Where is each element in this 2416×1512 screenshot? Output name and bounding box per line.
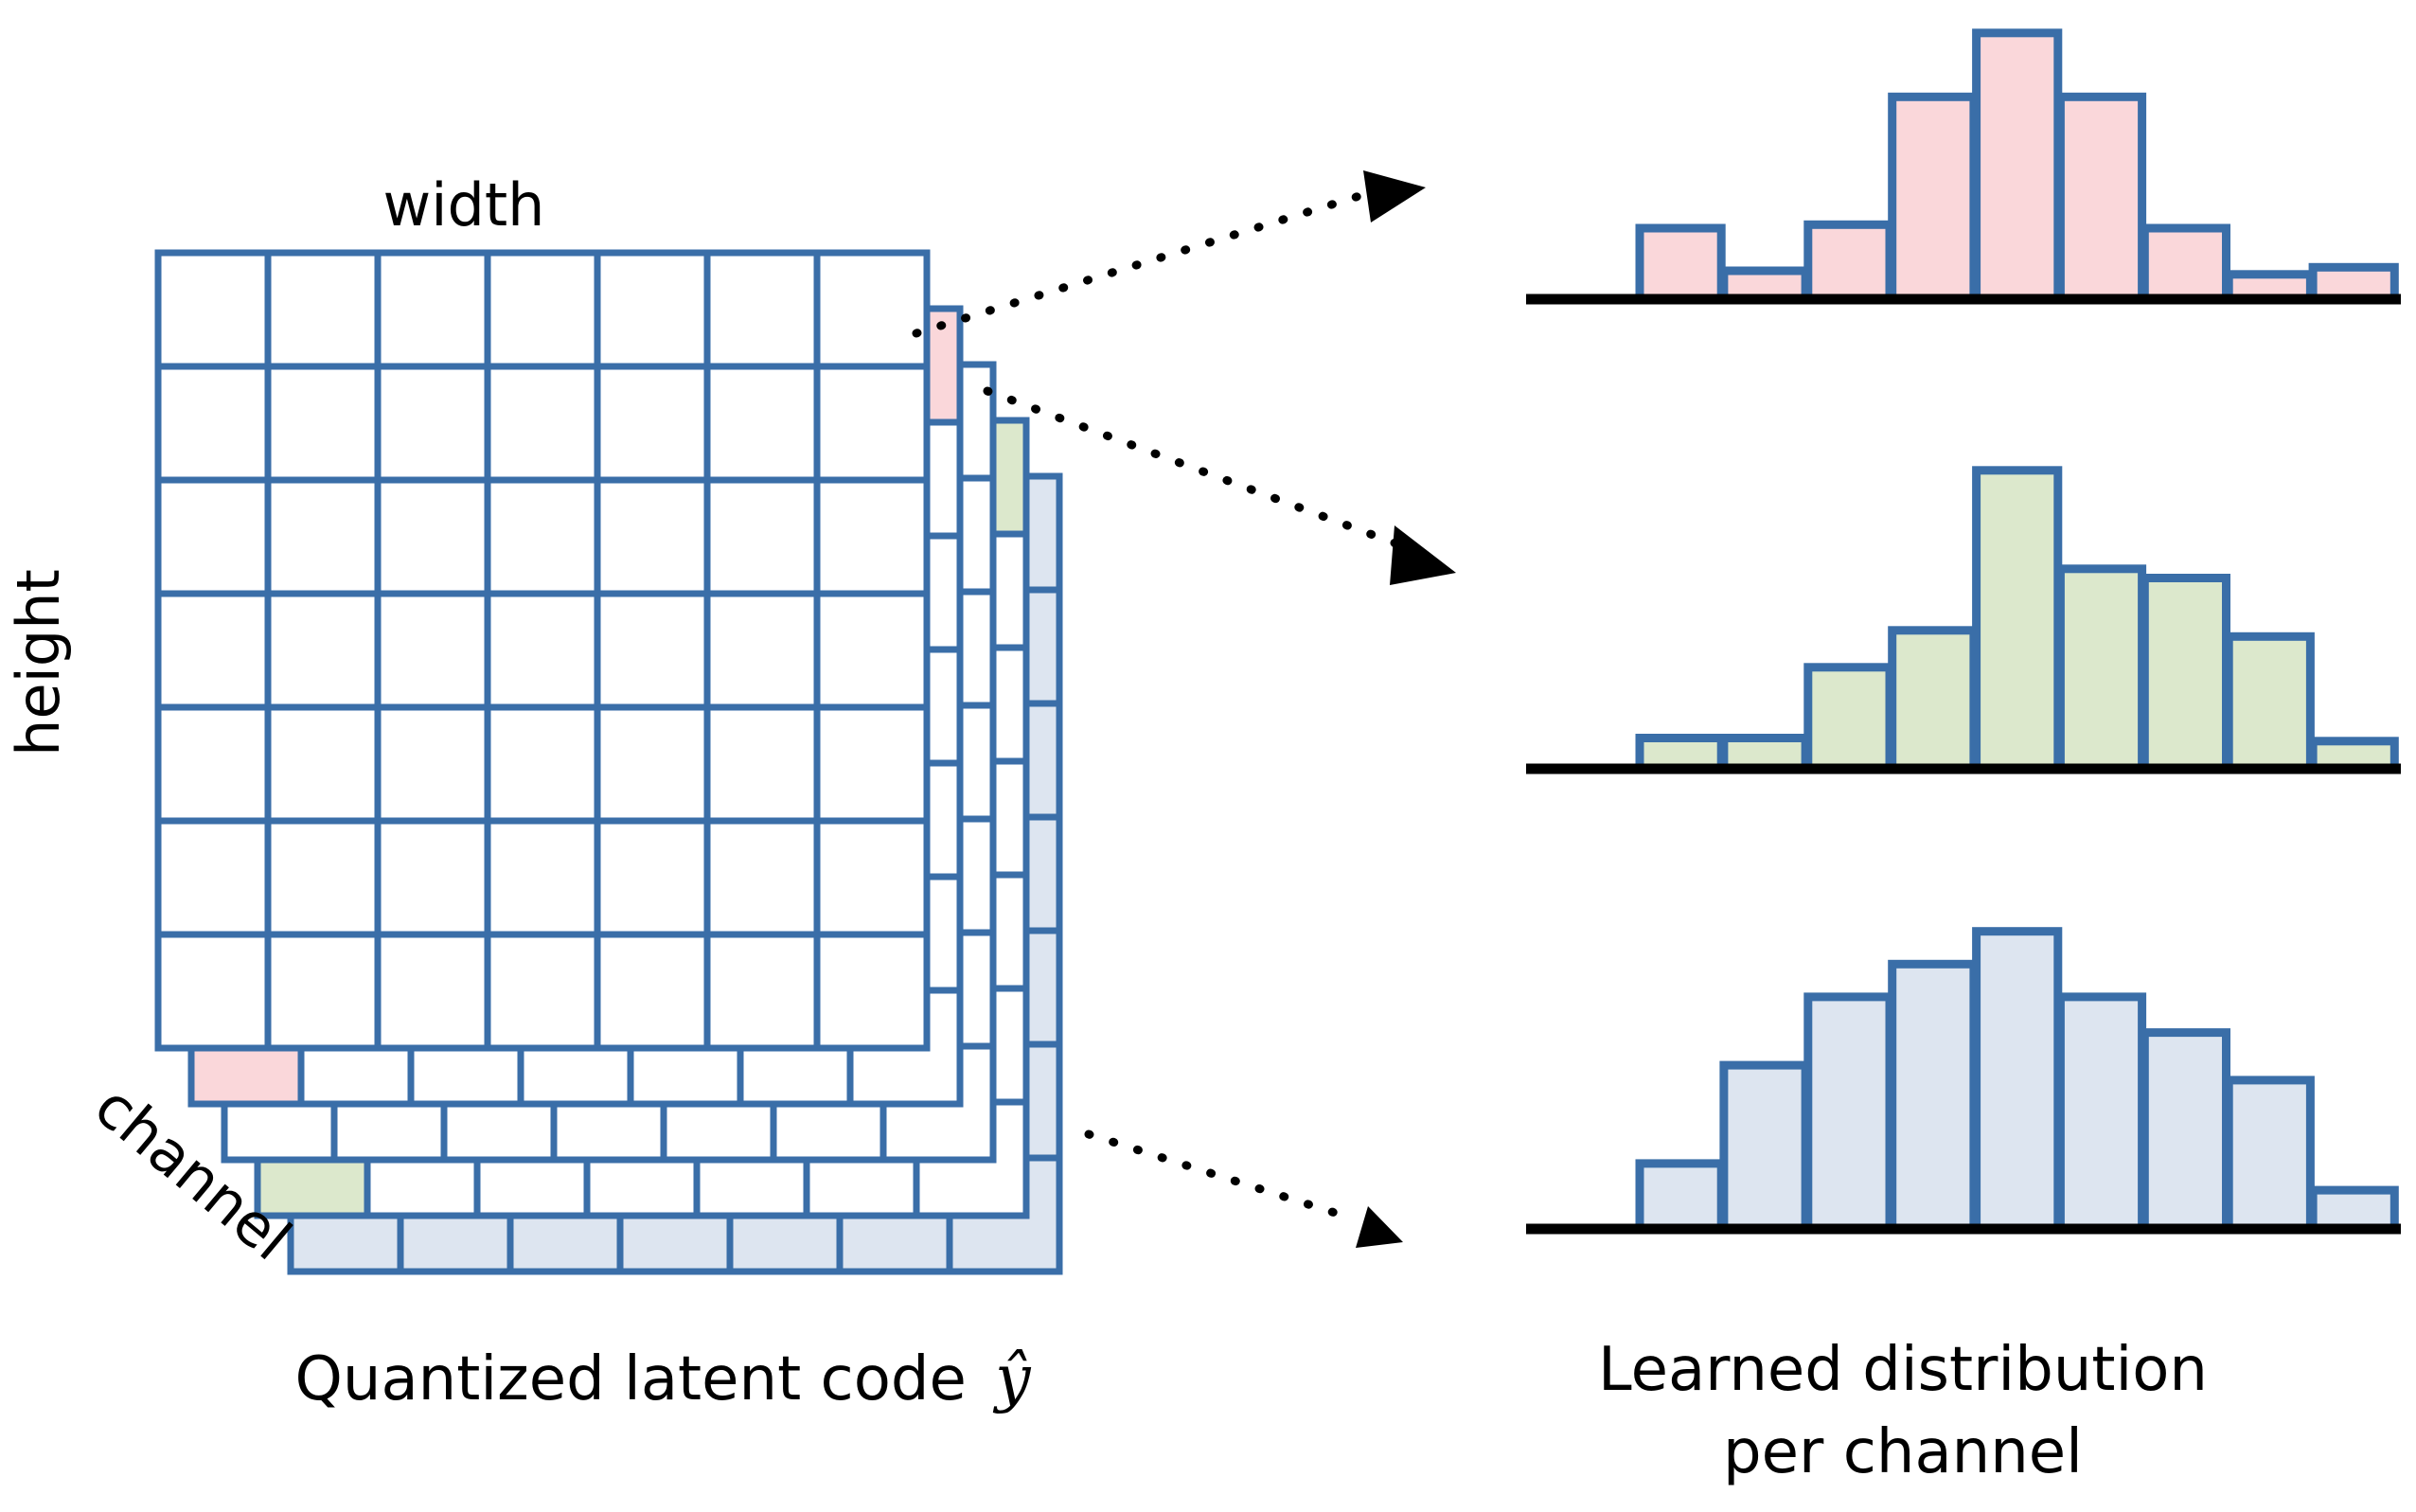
histogram-bar (1803, 220, 1894, 304)
histogram-bar (2224, 1076, 2315, 1234)
tensor-cell (813, 590, 931, 711)
tensor-cell (374, 703, 491, 825)
histogram-bar (1803, 992, 1894, 1234)
tensor-cell (264, 476, 382, 597)
histogram-bar (1635, 223, 1726, 304)
right-caption-line1: Learned distribution (1598, 1335, 2208, 1405)
histogram-bar (2308, 1185, 2399, 1234)
tensor-cell (594, 476, 711, 597)
tensor-cell (484, 590, 601, 711)
tensor-cell (703, 590, 821, 711)
arrow-to-green-histogram (983, 386, 1456, 585)
tensor-cell (813, 249, 931, 370)
arrow-shaft (912, 187, 1379, 338)
tensor-stack (154, 249, 1063, 1275)
arrow-to-blue-histogram (1084, 1130, 1403, 1248)
histogram-bar (1972, 28, 2063, 304)
tensor-cell (703, 703, 821, 825)
tensor-cell (374, 249, 491, 370)
histogram-panel (1526, 28, 2401, 1235)
histogram-bar (2140, 574, 2231, 774)
histogram-channel-blue (1526, 927, 2401, 1235)
arrowhead (1390, 525, 1456, 585)
tensor-cell (264, 249, 382, 370)
tensor-cell (813, 703, 931, 825)
histogram-bar (1803, 663, 1894, 774)
histogram-bar (2140, 223, 2231, 304)
tensor-cell (484, 476, 601, 597)
tensor-cell (703, 363, 821, 484)
tensor-cell (703, 249, 821, 370)
tensor-cell (374, 931, 491, 1052)
tensor-cell (484, 363, 601, 484)
left-caption-text: Quantized latent code (295, 1344, 967, 1414)
tensor-cell (374, 476, 491, 597)
histogram-bar (2055, 564, 2147, 774)
right-caption-line2: per channel (1723, 1417, 2083, 1487)
tensor-cell (154, 363, 272, 484)
tensor-cell (484, 249, 601, 370)
tensor-cell (154, 703, 272, 825)
histogram-bar (1972, 466, 2063, 774)
arrow-to-pink-histogram (912, 170, 1426, 338)
histogram-bar (2140, 1028, 2231, 1234)
histogram-bar (2224, 631, 2315, 774)
tensor-cell (703, 931, 821, 1052)
histogram-bar (2055, 992, 2147, 1234)
arrowhead (1363, 170, 1426, 222)
tensor-cell (484, 931, 601, 1052)
histogram-bar (2055, 92, 2147, 304)
histogram-bar (1888, 959, 1979, 1234)
histogram-bar (1888, 92, 1979, 304)
tensor-cell (594, 590, 711, 711)
height-label: height (4, 569, 73, 756)
tensor-cell (264, 363, 382, 484)
width-label: width (383, 170, 545, 240)
arrow-shaft (983, 386, 1411, 552)
arrow-shaft (1084, 1130, 1360, 1224)
tensor-cell (154, 817, 272, 938)
tensor-cell (264, 703, 382, 825)
tensor-cell (154, 931, 272, 1052)
tensor-cell (154, 249, 272, 370)
tensor-cell (484, 703, 601, 825)
tensor-cell (264, 931, 382, 1052)
left-caption-symbol: ŷ (992, 1342, 1031, 1414)
left-caption: Quantized latent code ŷ (295, 1342, 1032, 1414)
tensor-cell (154, 476, 272, 597)
tensor-cell (594, 249, 711, 370)
tensor-cell (264, 817, 382, 938)
tensor-layer-layer-1-back (154, 249, 931, 1052)
histogram-bar (1972, 927, 2063, 1234)
histogram-channel-green (1526, 466, 2401, 774)
histogram-bar (1635, 1159, 1726, 1234)
tensor-cell (813, 476, 931, 597)
tensor-cell (703, 476, 821, 597)
tensor-cell (703, 817, 821, 938)
tensor-cell (484, 817, 601, 938)
histogram-bar (1888, 626, 1979, 774)
histogram-channel-pink (1526, 28, 2401, 305)
tensor-cell (813, 817, 931, 938)
tensor-cell (594, 703, 711, 825)
tensor-cell (813, 931, 931, 1052)
tensor-cell (154, 590, 272, 711)
arrowhead (1356, 1206, 1403, 1248)
tensor-cell (813, 363, 931, 484)
connector-arrows (912, 170, 1456, 1248)
tensor-cell (374, 817, 491, 938)
tensor-cell (374, 363, 491, 484)
histogram-bar (1719, 1060, 1810, 1234)
tensor-cell (594, 363, 711, 484)
tensor-cell (594, 931, 711, 1052)
tensor-cell (264, 590, 382, 711)
tensor-cell (594, 817, 711, 938)
tensor-cell (374, 590, 491, 711)
